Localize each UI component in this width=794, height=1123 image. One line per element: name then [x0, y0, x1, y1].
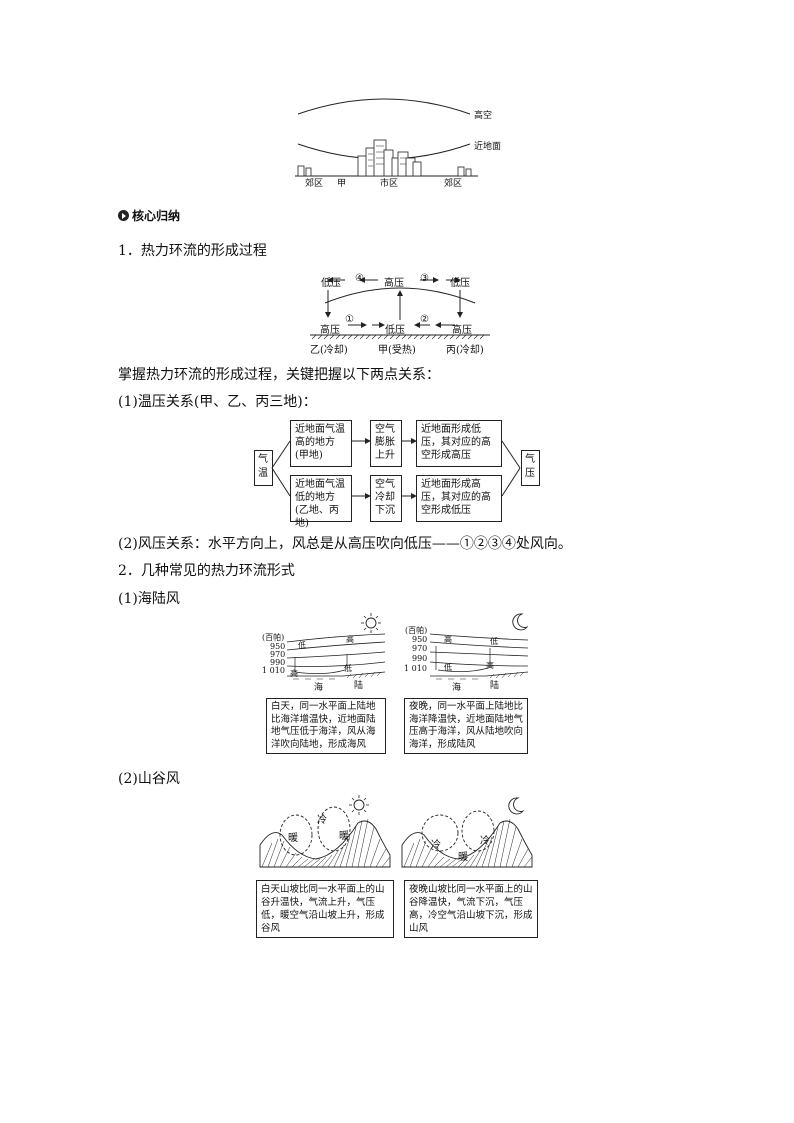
valley-night-cold-left: 冷	[431, 836, 441, 851]
circ-loc-yi: 乙(冷却)	[310, 341, 348, 356]
flow-top-b: 空气膨胀上升	[370, 420, 402, 467]
sea-day-low-bot: 低	[344, 663, 352, 674]
item-sea: (1)海陆风	[118, 588, 180, 608]
sea-day-land: 陆	[354, 678, 363, 691]
circ-top-mid: 高压	[384, 274, 404, 289]
sea-night-text: 夜晚，同一水平面上陆地比海洋降温快，近地面陆地气压高于海洋，风从陆地吹向海洋，形…	[404, 698, 528, 754]
sea-day-high-top: 高	[346, 634, 354, 645]
item-valley: (2)山谷风	[118, 768, 180, 788]
sea-night-p1010: 1 010	[404, 664, 427, 673]
section-heading-text: 核心归纳	[132, 207, 180, 224]
flow-top-a: 近地面气温高的地方(甲地)	[290, 420, 352, 467]
high-air-label: 高空	[474, 108, 492, 121]
item-temp: (1)温压关系(甲、乙、丙三地)：	[118, 391, 317, 411]
near-ground-label: 近地面	[474, 139, 501, 152]
circ-loc-jia: 甲(受热)	[378, 341, 416, 356]
valley-night-text: 夜晚山坡比同一水平面上的山谷降温快，气流下沉，气压高，冷空气沿山坡下沉，形成山风	[404, 880, 538, 938]
sea-night-p970: 970	[412, 644, 427, 653]
sea-night-p950: 950	[412, 635, 427, 644]
sea-day-text: 白天，同一水平面上陆地比海洋增温快，近地面陆地气压低于海洋，风从海洋吹向陆地，形…	[266, 698, 386, 754]
circ-top-left: 低压	[321, 274, 341, 289]
circ-bot-right: 高压	[452, 321, 472, 336]
valley-day-warm-right: 暖	[339, 827, 349, 842]
sea-night-high-top: 高	[444, 634, 452, 645]
flow-bot-a: 近地面气温低的地方(乙地、丙地)	[290, 475, 352, 522]
item1-title: 1．热力环流的形成过程	[118, 240, 267, 260]
valley-day-warm-left: 暖	[288, 829, 298, 844]
sea-day-high-bot: 高	[290, 668, 298, 679]
valley-night-warm: 暖	[458, 848, 468, 863]
flow-left-box: 气温	[254, 450, 273, 486]
sea-night-low-bot: 低	[444, 662, 452, 673]
sea-day-sea: 海	[314, 680, 323, 693]
sea-night-high-bot: 高	[486, 660, 494, 671]
flow-bot-b: 空气冷却下沉	[370, 475, 402, 522]
sea-day-p1010: 1 010	[262, 666, 285, 675]
section-heading: 核心归纳	[118, 207, 180, 224]
sun-icon-valley	[348, 794, 370, 816]
circ-c3: ③	[420, 273, 429, 284]
play-circle-icon	[118, 210, 129, 221]
circ-bot-left: 高压	[320, 321, 340, 336]
circ-c2: ②	[420, 314, 429, 325]
sea-night-low-top: 低	[490, 636, 498, 647]
item2-title: 2．几种常见的热力环流形式	[118, 560, 295, 580]
item-wind: (2)风压关系：水平方向上，风总是从高压吹向低压——①②③④处风向。	[118, 533, 572, 553]
circ-loc-bing: 丙(冷却)	[446, 341, 484, 356]
sea-night-p990: 990	[412, 654, 427, 663]
circ-top-right: 低压	[450, 274, 470, 289]
sun-icon	[360, 612, 382, 634]
flow-top-c: 近地面形成低压，其对应的高空形成高压	[416, 420, 502, 467]
circ-c1: ①	[345, 314, 354, 325]
moon-icon-valley	[508, 796, 526, 816]
suburb-left-label: 郊区	[305, 176, 323, 189]
valley-day-text: 白天山坡比同一水平面上的山谷升温快，气流上升，气压低，暖空气沿山坡上升，形成谷风	[256, 880, 394, 938]
valley-night-cold-right: 冷	[480, 832, 490, 847]
sea-night-land: 陆	[490, 678, 499, 691]
moon-icon	[512, 612, 530, 632]
sea-day-low-top: 低	[298, 640, 306, 651]
circ-c4: ④	[355, 273, 364, 284]
suburb-right-label: 郊区	[444, 176, 462, 189]
valley-day-cold: 冷	[317, 811, 327, 826]
flow-right-box: 气压	[521, 450, 540, 486]
city-buildings	[358, 140, 421, 176]
city-label: 市区	[380, 176, 398, 189]
sea-night-sea: 海	[452, 680, 461, 693]
jia-label: 甲	[337, 176, 346, 189]
flow-bot-c: 近地面形成高压，其对应的高空形成低压	[416, 475, 502, 522]
valley-breeze-day-diagram	[258, 795, 393, 873]
circ-bot-mid: 低压	[385, 321, 405, 336]
para1: 掌握热力环流的形成过程，关键把握以下两点关系：	[118, 364, 440, 384]
